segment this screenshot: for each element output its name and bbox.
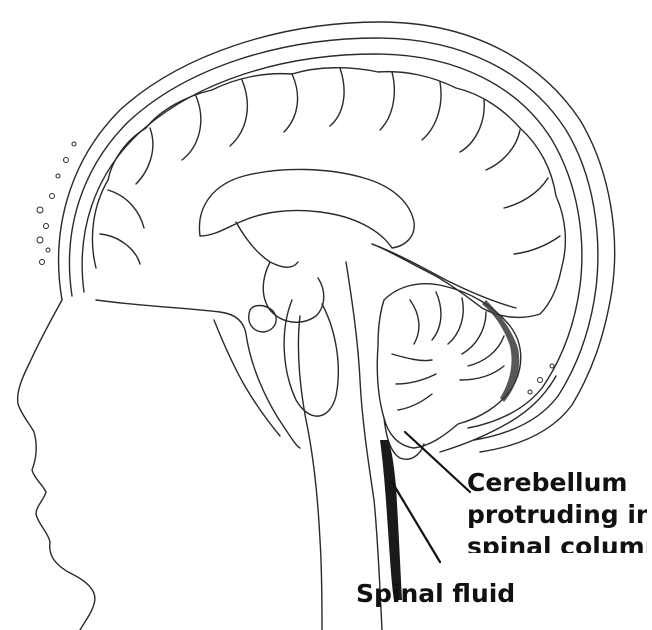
- thalamus: [263, 262, 324, 322]
- cerebrum-outline: [92, 68, 565, 318]
- skull-inner: [82, 54, 582, 428]
- cerebellum-outline: [377, 284, 521, 448]
- brainstem-posterior: [346, 262, 382, 630]
- spinal-fluid-label: Spinal fluid: [356, 578, 515, 610]
- cerebellum-label-line-1: Cerebellum: [467, 467, 647, 499]
- cerebellum-leader-line: [405, 432, 470, 492]
- skull-bone-texture: [37, 142, 554, 394]
- skull-outer: [69, 38, 597, 440]
- cerebellum-label-line-2: protruding in: [467, 499, 647, 531]
- cerebellum-folia: [392, 292, 504, 410]
- occipital-bone: [440, 376, 556, 452]
- brainstem-anterior: [298, 316, 322, 630]
- pons: [284, 300, 338, 416]
- cerebrum-gyri: [100, 68, 560, 264]
- corpus-callosum: [199, 169, 414, 248]
- cerebellum-label: Cerebellum protruding in spinal column: [467, 467, 647, 553]
- spinal-fluid-region: [380, 440, 402, 600]
- face-profile-outline: [18, 300, 95, 630]
- cerebellum-label-line-3: spinal column: [467, 531, 647, 553]
- scalp-outline: [59, 22, 615, 452]
- tentorium: [372, 244, 516, 308]
- skull-base: [96, 300, 300, 448]
- fornix: [236, 222, 298, 267]
- pituitary: [249, 306, 276, 333]
